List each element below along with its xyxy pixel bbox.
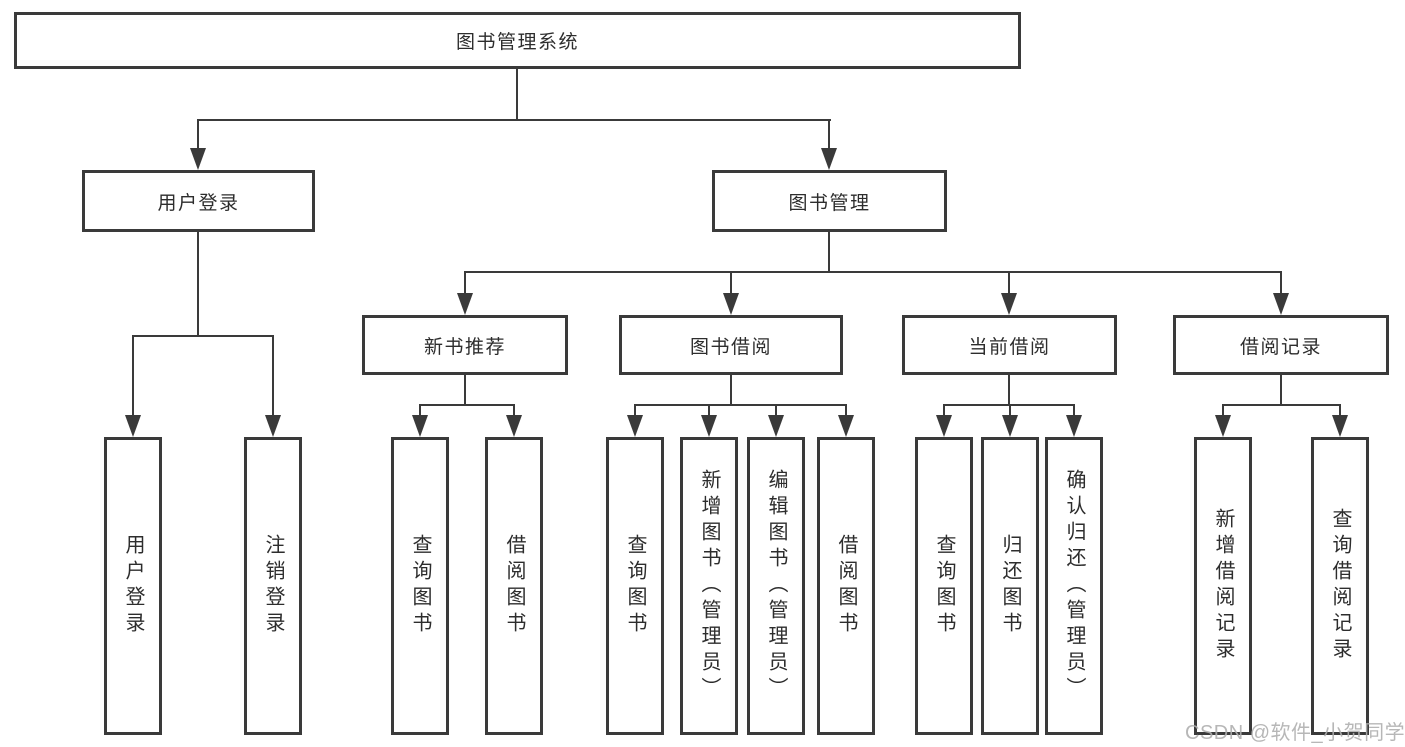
leaf-borrow-books-borrow-label: 借阅图书: [835, 534, 857, 638]
connector-line: [828, 119, 830, 150]
connector-line: [1008, 375, 1010, 405]
leaf-borrow-books-recommend-label: 借阅图书: [503, 534, 525, 638]
leaf-query-books-recommend-label: 查询图书: [409, 534, 431, 638]
connector-arrow: [838, 415, 854, 437]
node-new-book-recommend: 新书推荐: [362, 315, 568, 375]
connector-arrow: [821, 148, 837, 170]
connector-line: [132, 335, 134, 417]
connector-line: [419, 404, 421, 417]
connector-arrow: [768, 415, 784, 437]
connector-line: [1280, 271, 1282, 295]
leaf-borrow-books-borrow: 借阅图书: [817, 437, 875, 735]
connector-line: [828, 232, 830, 272]
connector-arrow: [1001, 293, 1017, 315]
connector-line: [845, 404, 847, 417]
connector-line: [272, 335, 274, 417]
connector-line: [730, 271, 732, 295]
connector-line: [516, 69, 518, 120]
connector-line: [464, 375, 466, 405]
leaf-user-login: 用户登录: [104, 437, 162, 735]
leaf-query-books-current-label: 查询图书: [933, 534, 955, 638]
leaf-logout-label: 注销登录: [262, 534, 284, 638]
node-user-login-label: 用户登录: [157, 192, 240, 214]
connector-line: [1009, 404, 1011, 417]
connector-arrow: [627, 415, 643, 437]
node-borrow-records-label: 借阅记录: [1239, 336, 1322, 358]
connector-line: [132, 335, 274, 337]
connector-line: [1339, 404, 1341, 417]
connector-arrow: [1332, 415, 1348, 437]
csdn-watermark: CSDN @软件_小贺同学: [1185, 722, 1405, 744]
connector-line: [775, 404, 777, 417]
connector-line: [464, 271, 466, 295]
node-borrow-records: 借阅记录: [1173, 315, 1389, 375]
node-book-management-label: 图书管理: [788, 192, 871, 214]
leaf-borrow-books-recommend: 借阅图书: [485, 437, 543, 735]
connector-line: [1222, 404, 1341, 406]
leaf-user-login-label: 用户登录: [122, 534, 144, 638]
connector-line: [197, 119, 831, 121]
leaf-query-books-borrow-label: 查询图书: [624, 534, 646, 638]
leaf-add-book-admin-label: 新增图书（管理员）: [698, 469, 720, 703]
connector-arrow: [457, 293, 473, 315]
connector-line: [708, 404, 710, 417]
node-book-borrow-label: 图书借阅: [689, 336, 772, 358]
connector-arrow: [936, 415, 952, 437]
connector-line: [634, 404, 636, 417]
connector-line: [197, 119, 199, 150]
connector-line: [1222, 404, 1224, 417]
connector-line: [513, 404, 515, 417]
leaf-confirm-return-admin-label: 确认归还（管理员）: [1063, 469, 1085, 703]
node-root: 图书管理系统: [14, 12, 1021, 69]
leaf-query-books-recommend: 查询图书: [391, 437, 449, 735]
node-book-management: 图书管理: [712, 170, 947, 232]
connector-arrow: [1273, 293, 1289, 315]
node-book-borrow: 图书借阅: [619, 315, 843, 375]
connector-arrow: [701, 415, 717, 437]
node-current-borrow-label: 当前借阅: [968, 336, 1051, 358]
connector-arrow: [265, 415, 281, 437]
node-root-label: 图书管理系统: [455, 32, 579, 53]
node-new-book-recommend-label: 新书推荐: [423, 336, 506, 358]
leaf-edit-book-admin: 编辑图书（管理员）: [747, 437, 805, 735]
leaf-query-books-current: 查询图书: [915, 437, 973, 735]
node-user-login: 用户登录: [82, 170, 315, 232]
leaf-add-book-admin: 新增图书（管理员）: [680, 437, 738, 735]
connector-arrow: [506, 415, 522, 437]
leaf-add-borrow-record-label: 新增借阅记录: [1212, 508, 1234, 664]
connector-arrow: [1215, 415, 1231, 437]
leaf-return-book-label: 归还图书: [999, 534, 1021, 638]
connector-line: [464, 271, 1282, 273]
connector-line: [419, 404, 515, 406]
connector-line: [943, 404, 945, 417]
node-current-borrow: 当前借阅: [902, 315, 1117, 375]
connector-line: [730, 375, 732, 405]
connector-arrow: [1002, 415, 1018, 437]
leaf-edit-book-admin-label: 编辑图书（管理员）: [765, 469, 787, 703]
leaf-add-borrow-record: 新增借阅记录: [1194, 437, 1252, 735]
connector-arrow: [190, 148, 206, 170]
connector-arrow: [125, 415, 141, 437]
connector-line: [1008, 271, 1010, 295]
connector-arrow: [723, 293, 739, 315]
leaf-logout: 注销登录: [244, 437, 302, 735]
leaf-query-books-borrow: 查询图书: [606, 437, 664, 735]
connector-line: [1073, 404, 1075, 417]
leaf-confirm-return-admin: 确认归还（管理员）: [1045, 437, 1103, 735]
leaf-query-borrow-record-label: 查询借阅记录: [1329, 508, 1351, 664]
connector-line: [197, 232, 199, 336]
connector-line: [1280, 375, 1282, 405]
leaf-return-book: 归还图书: [981, 437, 1039, 735]
connector-arrow: [412, 415, 428, 437]
leaf-query-borrow-record: 查询借阅记录: [1311, 437, 1369, 735]
connector-line: [634, 404, 847, 406]
connector-arrow: [1066, 415, 1082, 437]
